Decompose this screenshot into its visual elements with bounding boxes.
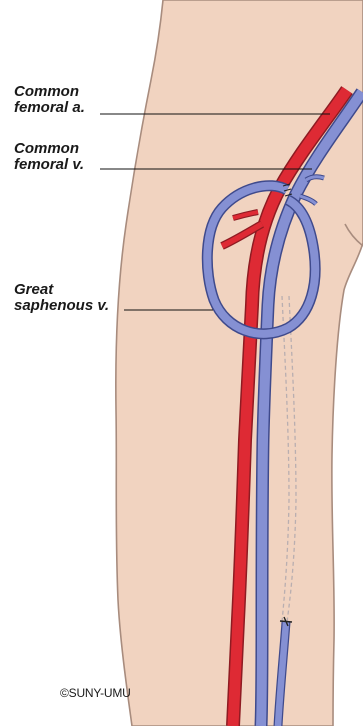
label-gsv-line-2: saphenous v. [14, 298, 109, 314]
label-great-saphenous-vein: Great saphenous v. [14, 282, 109, 314]
label-cfv-line-2: femoral v. [14, 157, 84, 173]
label-gsv-line-1: Great [14, 282, 109, 298]
label-common-femoral-vein: Common femoral v. [14, 141, 84, 173]
label-cfa-line-1: Common [14, 84, 85, 100]
copyright-notice: ©SUNY-UMU [60, 686, 131, 700]
label-cfa-line-2: femoral a. [14, 100, 85, 116]
label-common-femoral-artery: Common femoral a. [14, 84, 85, 116]
label-cfv-line-1: Common [14, 141, 84, 157]
